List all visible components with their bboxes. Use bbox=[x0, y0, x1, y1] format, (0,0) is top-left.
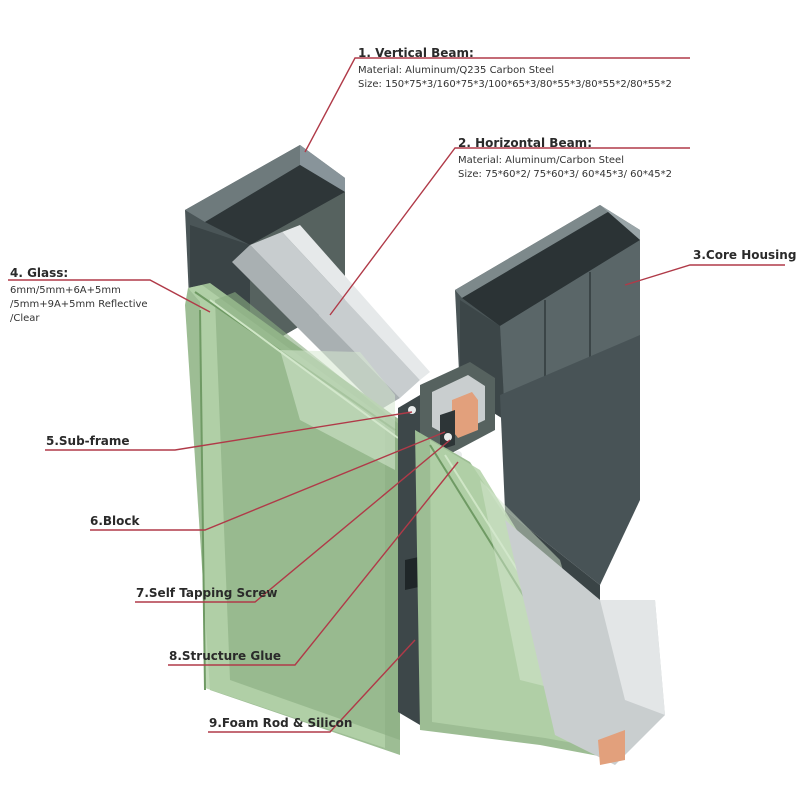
glass-specs: 6mm/5mm+6A+5mm /5mm+9A+5mm Reflective /C… bbox=[10, 284, 148, 326]
label-horizontal-beam: 2. Horizontal Beam: bbox=[458, 136, 592, 150]
sub-frame-detail bbox=[408, 362, 495, 459]
vertical-beam-specs: Material: Aluminum/Q235 Carbon Steel Siz… bbox=[358, 64, 672, 92]
vertical-beam-title: 1. Vertical Beam: bbox=[358, 46, 474, 60]
glass-line-3: /Clear bbox=[10, 313, 40, 324]
leader-glue bbox=[168, 461, 459, 666]
horizontal-beam-title: 2. Horizontal Beam: bbox=[458, 136, 592, 150]
leader-vertical-beam bbox=[304, 57, 690, 153]
glass-line-1: 6mm/5mm+6A+5mm bbox=[10, 285, 121, 296]
horizontal-beam-specs: Material: Aluminum/Carbon Steel Size: 75… bbox=[458, 154, 672, 182]
vertical-beam-material: Material: Aluminum/Q235 Carbon Steel bbox=[358, 65, 555, 76]
leader-lines bbox=[8, 57, 785, 733]
vertical-beam-size: Size: 150*75*3/160*75*3/100*65*3/80*55*3… bbox=[358, 79, 672, 90]
vertical-beam-lower bbox=[505, 520, 665, 765]
foam-title: 9.Foam Rod & Silicon bbox=[209, 716, 353, 730]
sub-frame-title: 5.Sub-frame bbox=[46, 434, 130, 448]
glass-title: 4. Glass: bbox=[10, 266, 69, 280]
block-title: 6.Block bbox=[90, 514, 140, 528]
leader-screw bbox=[135, 439, 451, 603]
glass-panel-left bbox=[185, 283, 400, 755]
leader-glass bbox=[8, 279, 211, 313]
leader-core-housing bbox=[624, 264, 785, 286]
leader-foam bbox=[208, 639, 416, 733]
horizontal-beam-material: Material: Aluminum/Carbon Steel bbox=[458, 155, 624, 166]
horizontal-beam-size: Size: 75*60*2/ 75*60*3/ 60*45*3/ 60*45*2 bbox=[458, 169, 672, 180]
glass-line-2: /5mm+9A+5mm Reflective bbox=[10, 299, 148, 310]
glue-title: 8.Structure Glue bbox=[169, 649, 282, 663]
leader-horizontal-beam bbox=[329, 147, 690, 316]
core-housing bbox=[455, 205, 640, 600]
leader-block bbox=[90, 431, 446, 531]
core-housing-title: 3.Core Housing bbox=[693, 248, 797, 262]
leader-sub-frame bbox=[45, 411, 413, 451]
label-vertical-beam: 1. Vertical Beam: bbox=[358, 46, 474, 60]
screw-title: 7.Self Tapping Screw bbox=[136, 586, 278, 600]
